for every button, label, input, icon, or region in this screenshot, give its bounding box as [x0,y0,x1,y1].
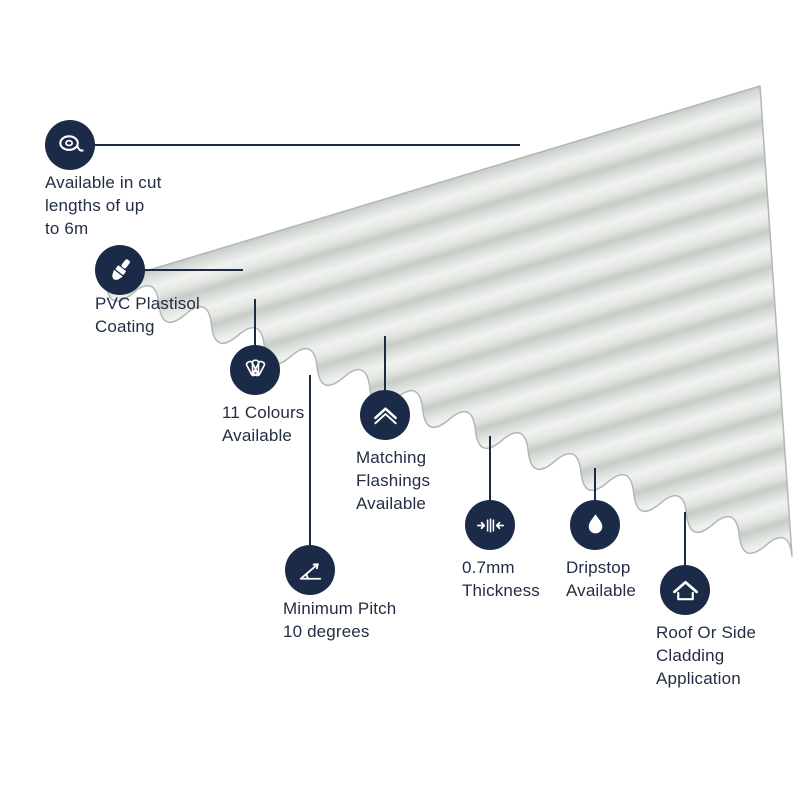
icon-circle [230,345,280,395]
paint-brush-icon [111,258,130,280]
pitch-angle-icon [299,562,321,580]
callout-label-application: Roof Or Side Cladding Application [656,623,757,688]
corrugated-sheet-group [105,85,793,557]
icon-circle [360,390,410,440]
callout-label-pitch: Minimum Pitch 10 degrees [283,599,397,641]
callout-label-pvc-coating: PVC Plastisol Coating [95,294,200,336]
callout-label-colours: 11 Colours Available [222,403,305,445]
flashing-profile-icon [373,406,397,424]
tape-measure-icon [58,134,84,152]
corrugated-sheet [105,85,793,557]
callout-label-cut-lengths: Available in cut lengths of up to 6m [45,173,162,238]
icon-circle [570,500,620,550]
house-icon [672,580,698,600]
icon-circle [285,545,335,595]
thickness-gauge-icon [476,517,504,533]
colour-swatch-fan-icon [245,359,265,376]
callout-label-flashings: Matching Flashings Available [356,448,431,513]
icon-circle [660,565,710,615]
icon-circle [95,245,145,295]
water-drop-icon [588,513,602,533]
callout-label-thickness: 0.7mm Thickness [462,558,540,600]
icon-circle [45,120,95,170]
callout-label-dripstop: Dripstop Available [566,558,637,600]
icon-circle [465,500,515,550]
